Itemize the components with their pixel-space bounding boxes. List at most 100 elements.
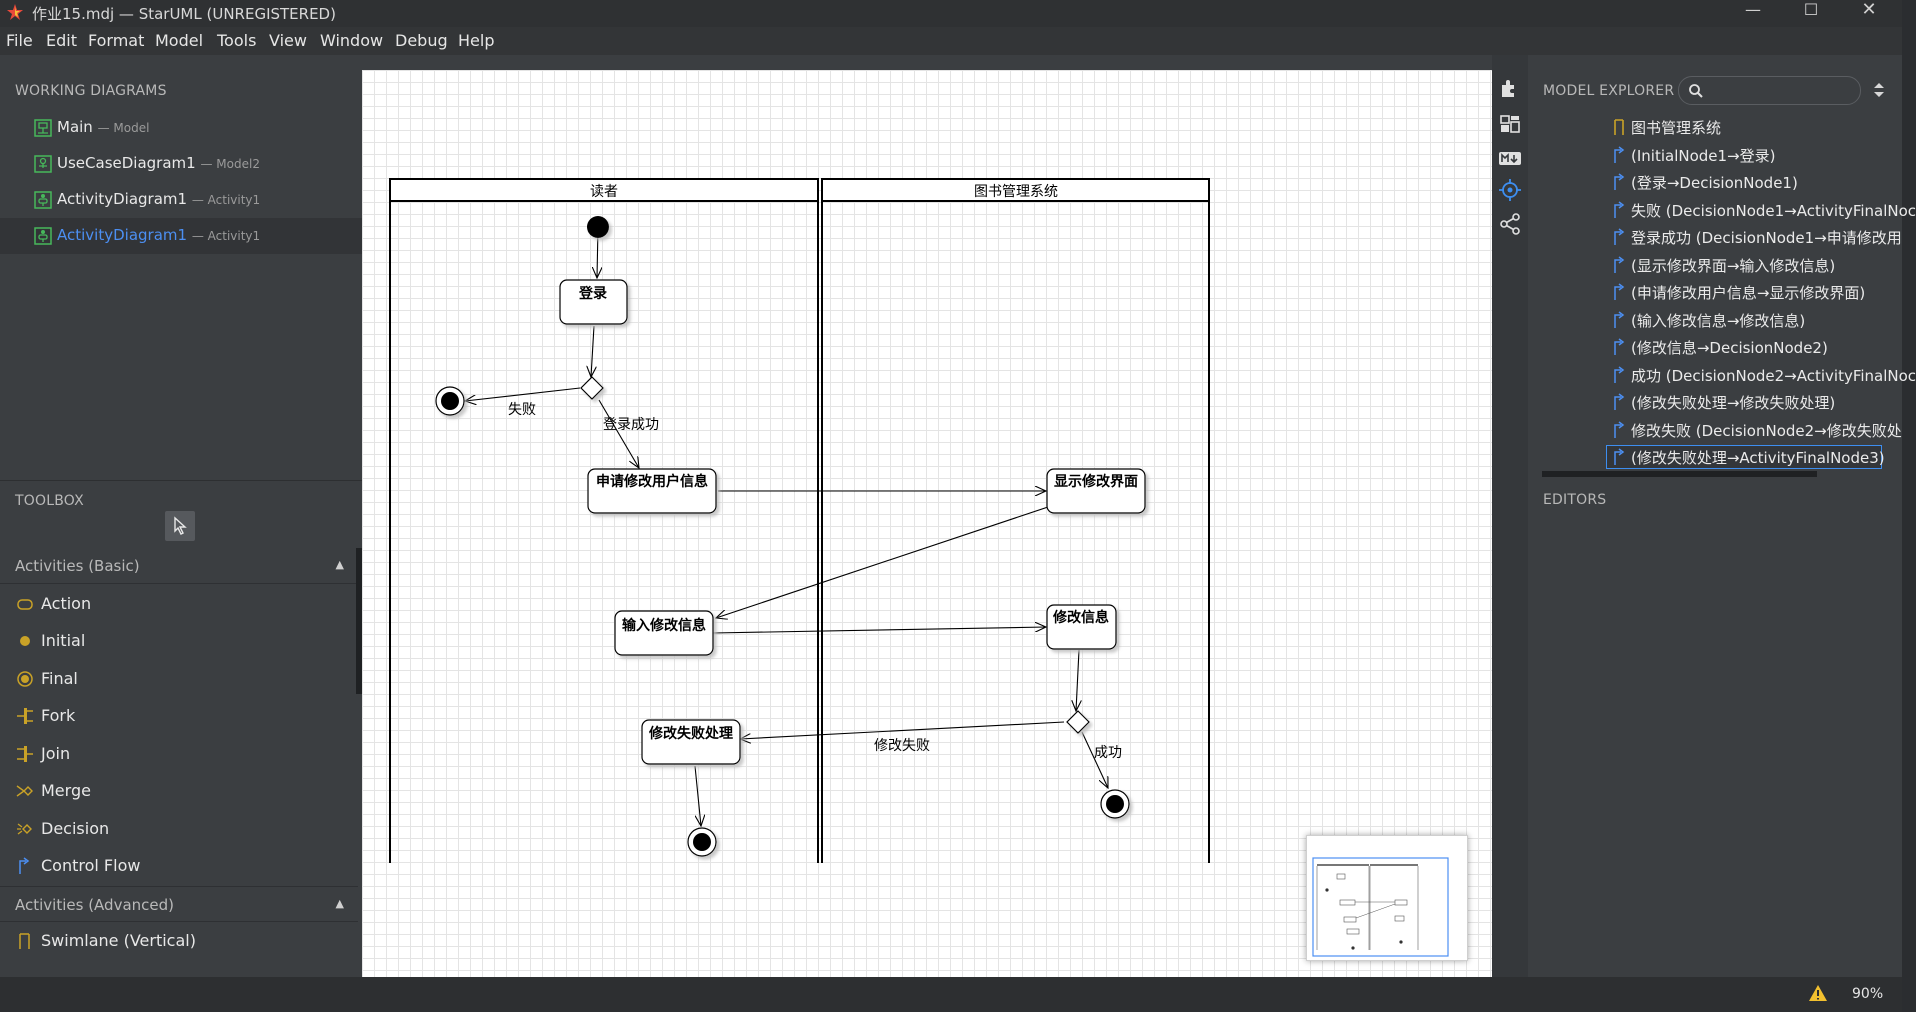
action-input-info[interactable]: 输入修改信息	[614, 610, 714, 656]
control-flow-icon	[1614, 173, 1625, 190]
model-item-flow-selected[interactable]: (修改失败处理→ActivityFinalNode3)	[1606, 445, 1885, 469]
initial-node[interactable]	[587, 216, 609, 238]
action-show-ui[interactable]: 显示修改界面	[1046, 468, 1146, 514]
menu-file[interactable]: File	[6, 31, 33, 50]
working-diagram-activity[interactable]: ActivityDiagram1 — Activity1	[0, 182, 362, 218]
join-icon	[17, 746, 33, 762]
initial-node-icon	[20, 636, 30, 646]
staruml-logo-icon	[7, 4, 23, 20]
diagram-canvas[interactable]: 读者 图书管理系统	[362, 70, 1492, 977]
action-modify-info[interactable]: 修改信息	[1046, 604, 1117, 650]
model-item-flow[interactable]: (修改信息→DecisionNode2)	[1611, 337, 1897, 359]
model-item-flow[interactable]: 登录成功 (DecisionNode1→申请修改用	[1611, 227, 1902, 249]
model-explorer-panel: MODEL EXPLORER EDITORS	[1528, 55, 1902, 977]
action-request-modify[interactable]: 申请修改用户信息	[587, 468, 717, 514]
class-diagram-icon	[34, 119, 52, 137]
model-item-flow[interactable]: 成功 (DecisionNode2→ActivityFinalNoc	[1611, 365, 1916, 387]
menu-view[interactable]: View	[269, 31, 307, 50]
tool-join[interactable]: Join	[0, 736, 358, 773]
menu-model[interactable]: Model	[155, 31, 204, 50]
warning-icon[interactable]	[1808, 984, 1828, 1002]
tool-fork[interactable]: Fork	[0, 698, 358, 735]
edge-label-login-success: 登录成功	[603, 417, 659, 433]
model-item-flow[interactable]: (登录→DecisionNode1)	[1611, 172, 1897, 194]
toolbox-category-activities-basic[interactable]: Activities (Basic) ▲	[0, 548, 358, 584]
control-flow-icon	[1614, 448, 1625, 465]
swimlane-label-reader: 读者	[590, 183, 618, 200]
model-item-flow[interactable]: 失败 (DecisionNode1→ActivityFinalNoc	[1611, 200, 1916, 222]
decision-node-2[interactable]	[1066, 710, 1090, 734]
maximize-button[interactable]: ☐	[1803, 0, 1819, 19]
collapse-arrow-icon: ▲	[335, 558, 344, 571]
zoom-level[interactable]: 90%	[1852, 986, 1884, 1002]
menu-help[interactable]: Help	[458, 31, 495, 50]
action-fail-handle[interactable]: 修改失败处理	[641, 719, 741, 765]
menu-bar: File Edit Format Model Tools View Window…	[0, 27, 1902, 55]
control-flow-icon	[1614, 256, 1625, 273]
fork-icon	[17, 708, 33, 724]
minimize-button[interactable]: —	[1745, 0, 1761, 19]
flow-success	[1081, 731, 1108, 788]
canvas-top-margin	[362, 55, 1492, 70]
minimap-preview	[1312, 857, 1449, 957]
swimlane-label-library-system: 图书管理系统	[974, 184, 1058, 200]
working-diagram-usecase[interactable]: UseCaseDiagram1 — Model2	[0, 146, 362, 182]
model-item-flow[interactable]: (显示修改界面→输入修改信息)	[1611, 255, 1897, 277]
menu-debug[interactable]: Debug	[395, 31, 448, 50]
navigator-crosshair-icon[interactable]	[1498, 178, 1522, 202]
model-item-flow[interactable]: (输入修改信息→修改信息)	[1611, 310, 1897, 332]
final-node-3[interactable]	[687, 827, 717, 857]
usecase-diagram-icon	[34, 155, 52, 173]
diagram-minimap[interactable]	[1306, 835, 1468, 961]
model-item-flow[interactable]: (InitialNode1→登录)	[1611, 145, 1897, 167]
final-node-1[interactable]	[435, 386, 465, 416]
control-flow-icon	[19, 857, 30, 874]
flow-modify-fail	[740, 721, 1065, 739]
model-item-swimlane[interactable]: 图书管理系统	[1611, 117, 1871, 139]
cursor-icon	[174, 516, 187, 535]
tool-initial[interactable]: Initial	[0, 623, 358, 660]
working-diagram-activity-selected[interactable]: ActivityDiagram1 — Activity1	[0, 218, 362, 254]
model-item-flow[interactable]: 修改失败 (DecisionNode2→修改失败处	[1611, 420, 1902, 442]
decision-node-1[interactable]	[580, 376, 604, 400]
toolbox-scrollbar[interactable]	[356, 548, 362, 694]
share-icon[interactable]	[1498, 212, 1522, 236]
svg-text:申请修改用户信息: 申请修改用户信息	[596, 473, 708, 490]
tool-decision[interactable]: Decision	[0, 811, 358, 848]
activity-diagram-icon	[34, 191, 52, 209]
model-item-flow[interactable]: (修改失败处理→修改失败处理)	[1611, 392, 1897, 414]
model-search-input[interactable]	[1678, 76, 1861, 105]
svg-text:登录: 登录	[578, 285, 607, 302]
close-button[interactable]: ✕	[1861, 0, 1877, 20]
tool-swimlane-vertical[interactable]: Swimlane (Vertical)	[0, 923, 358, 960]
model-explorer-header: MODEL EXPLORER	[1543, 83, 1675, 99]
action-login[interactable]: 登录	[559, 279, 628, 325]
model-item-flow[interactable]: (申请修改用户信息→显示修改界面)	[1611, 282, 1897, 304]
toolbox-category-activities-advanced[interactable]: Activities (Advanced) ▲	[0, 886, 358, 922]
decision-icon	[17, 823, 32, 835]
select-tool-button[interactable]	[165, 511, 195, 541]
model-explorer-scrollbar[interactable]	[1542, 471, 1817, 477]
extensions-icon[interactable]	[1498, 76, 1522, 100]
tool-action[interactable]: Action	[0, 586, 358, 623]
menu-window[interactable]: Window	[320, 31, 384, 50]
menu-tools[interactable]: Tools	[217, 31, 257, 50]
swimlane-reader[interactable]: 读者	[389, 178, 819, 863]
control-flow-icon	[1614, 146, 1625, 163]
menu-format[interactable]: Format	[88, 31, 145, 50]
menu-edit[interactable]: Edit	[46, 31, 77, 50]
sort-toggle-icon[interactable]	[1871, 81, 1887, 99]
swimlane-vertical-icon	[19, 933, 30, 949]
merge-icon	[16, 785, 33, 797]
final-node-2[interactable]	[1100, 789, 1130, 819]
swimlane-library-system[interactable]: 图书管理系统	[821, 178, 1210, 863]
tool-merge[interactable]: Merge	[0, 773, 358, 810]
markdown-icon[interactable]	[1498, 146, 1522, 170]
tool-final[interactable]: Final	[0, 661, 358, 698]
svg-text:显示修改界面: 显示修改界面	[1054, 473, 1138, 490]
layout-panels-icon[interactable]	[1498, 112, 1522, 136]
working-diagram-main[interactable]: Main — Model	[0, 110, 362, 146]
final-node-icon	[17, 671, 33, 687]
action-icon	[17, 599, 33, 610]
tool-control-flow[interactable]: Control Flow	[0, 848, 358, 885]
